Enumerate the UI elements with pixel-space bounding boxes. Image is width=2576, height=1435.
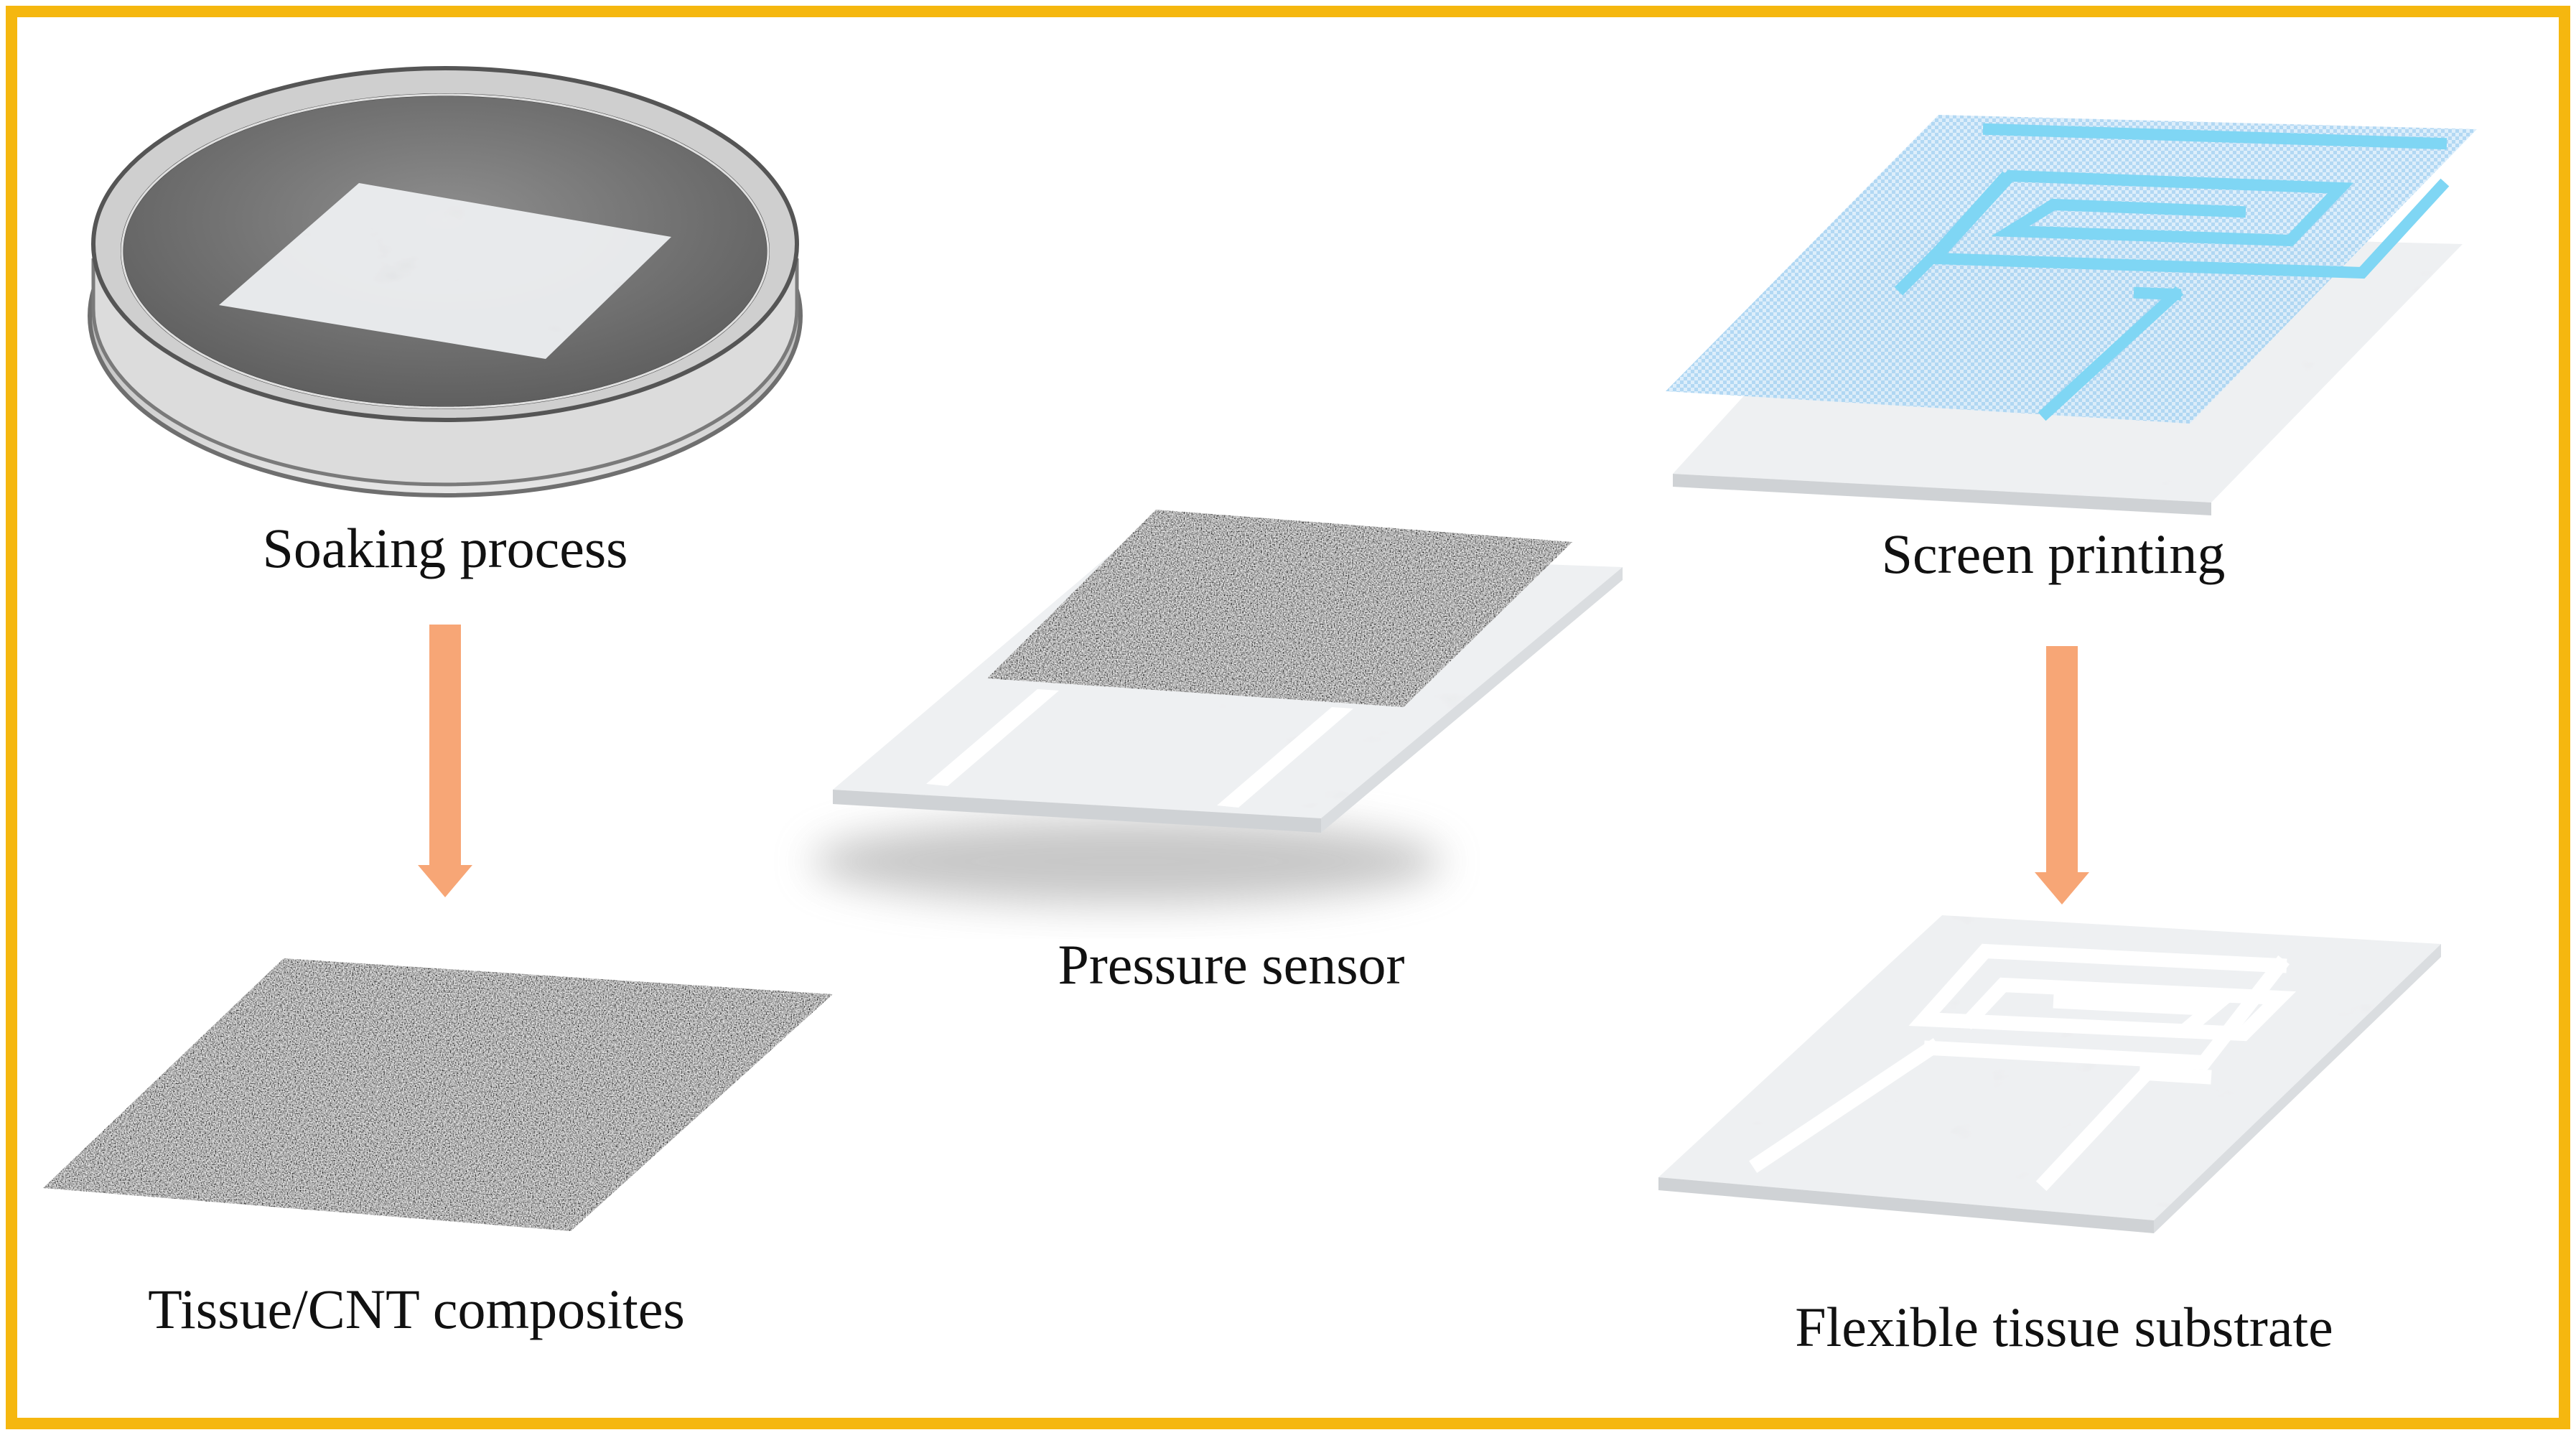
label-tissue-cnt-composites: Tissue/CNT composites xyxy=(148,1278,685,1340)
flexible-tissue-substrate xyxy=(1658,915,2441,1233)
arrow-down-icon xyxy=(418,625,472,897)
label-pressure-sensor: Pressure sensor xyxy=(1058,933,1405,996)
arrow-down-icon xyxy=(2035,646,2089,905)
pressure-sensor xyxy=(811,510,1623,905)
label-flexible-tissue-substrate: Flexible tissue substrate xyxy=(1795,1296,2333,1358)
frame-border xyxy=(6,6,2570,1429)
petri-dish-icon xyxy=(88,66,803,497)
label-soaking-process: Soaking process xyxy=(262,517,628,579)
screen-printing-setup xyxy=(1666,115,2477,515)
tissue-cnt-sheet xyxy=(43,958,833,1231)
label-screen-printing: Screen printing xyxy=(1881,523,2226,585)
